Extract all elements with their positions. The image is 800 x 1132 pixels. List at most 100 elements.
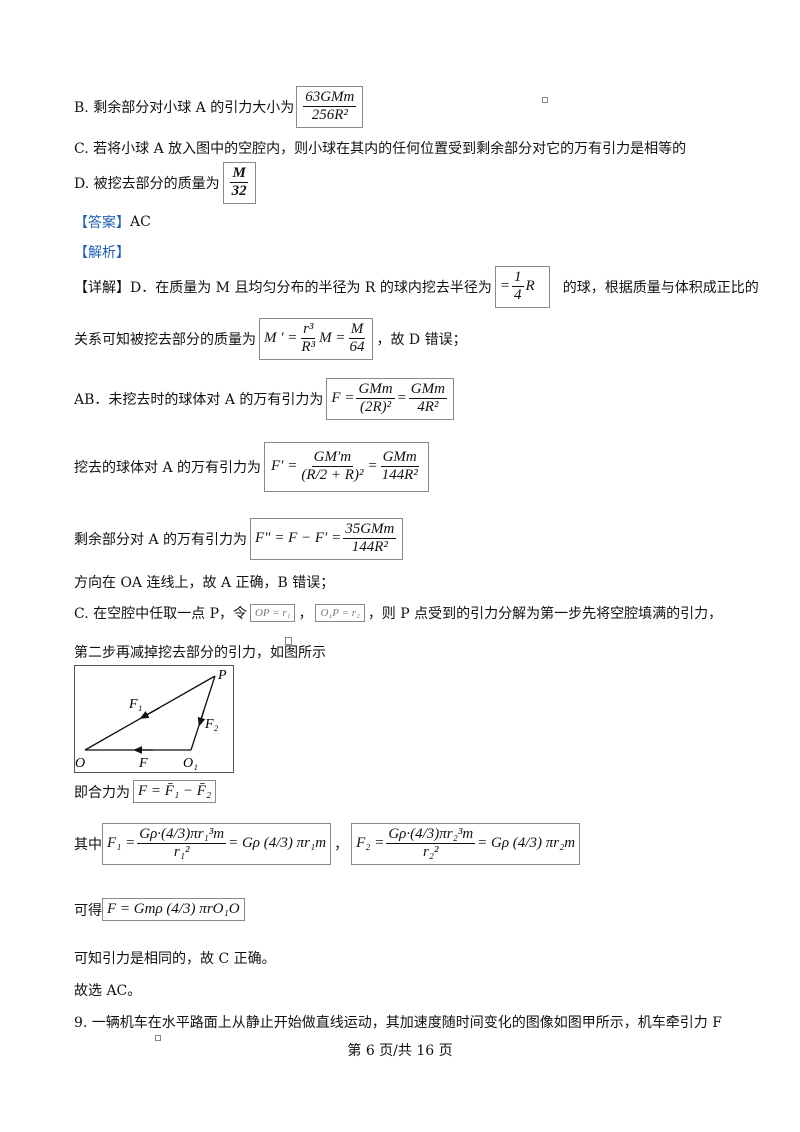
- detail-p1-eq: =: [499, 278, 511, 295]
- detail-p3-f1-num: GMm: [356, 381, 395, 400]
- detail-p13-text: 故选 AC。: [74, 983, 142, 999]
- detail-p9-formula: F = F̄₁ − F̄₂: [133, 780, 217, 803]
- option-b-den: 256R²: [311, 107, 348, 124]
- detail-p10-f1-lhs: F₁ =: [107, 835, 136, 852]
- detail-p12-text: 可知引力是相同的，故 C 正确。: [74, 951, 276, 967]
- detail-p4-lhs: F′ =: [271, 458, 298, 475]
- answer-value: AC: [130, 214, 151, 230]
- detail-p8-text: 第二步再减掉挖去部分的引力，如图所示: [74, 645, 326, 661]
- question-9: 9. 一辆机车在水平路面上从静止开始做直线运动，其加速度随时间变化的图像如图甲所…: [74, 1012, 722, 1032]
- detail-p3-eq: =: [396, 390, 407, 407]
- f1-arrow: [139, 707, 160, 719]
- detail-p1-den: 4: [514, 287, 522, 304]
- detail-p4-f2-num: GMm: [380, 449, 419, 468]
- detail-p10-a: 其中: [74, 836, 102, 853]
- label-p: P: [217, 668, 227, 683]
- detail-p2-f1-den: R³: [301, 339, 316, 356]
- detail-p11-a: 可得: [74, 902, 102, 919]
- detail-p10-f2-rhs: = Gρ (4/3) πr₂m: [477, 835, 576, 852]
- label-f1: F₁: [128, 697, 142, 712]
- detail-p3-lhs: F =: [331, 390, 355, 407]
- detail-p5-lhs: F" = F − F′ =: [255, 530, 342, 547]
- detail-p10-f2-lhs: F₂ =: [356, 835, 385, 852]
- detail-p4-a: 挖去的球体对 A 的万有引力为: [74, 459, 262, 476]
- option-d-text: D. 被挖去部分的质量为: [74, 175, 220, 192]
- detail-p10-f2-den: r₂²: [422, 844, 439, 861]
- detail-p4: 挖去的球体对 A 的万有引力为 F′ = GM′m(R/2 + R)² = GM…: [74, 442, 432, 492]
- anchor-marker-2: [285, 637, 292, 645]
- detail-p10-f1-den: r₁²: [173, 844, 190, 861]
- option-d-num: M: [230, 165, 248, 184]
- option-c-text: C. 若将小球 A 放入图中的空腔内，则小球在其内的任何位置受到剩余部分对它的万…: [74, 141, 687, 157]
- label-o1: O₁: [183, 756, 198, 771]
- detail-p11: 可得 F = Gmρ (4/3) πrO₁O: [74, 898, 248, 921]
- option-b-num: 63GMm: [303, 89, 357, 108]
- detail-p4-eq: =: [367, 458, 378, 475]
- detail-p8: 第二步再减掉挖去部分的引力，如图所示: [74, 642, 326, 662]
- f2-arrow: [197, 709, 206, 727]
- detail-p7-a: C. 在空腔中任取一点 P，令: [74, 606, 247, 622]
- detail-label: 【详解】: [74, 279, 130, 296]
- detail-p2-a: 关系可知被挖去部分的质量为: [74, 331, 256, 348]
- detail-p5-num: 35GMm: [343, 521, 397, 540]
- detail-p3-f1-den: (2R)²: [359, 399, 392, 416]
- detail-p5-den: 144R²: [351, 539, 388, 556]
- detail-p2-mid: M =: [319, 330, 346, 347]
- detail-p1-b: 的球，根据质量与体积成正比的: [562, 279, 759, 296]
- detail-p7-sep: ，: [298, 606, 313, 622]
- analysis-line: 【解析】: [74, 242, 130, 262]
- detail-p12: 可知引力是相同的，故 C 正确。: [74, 948, 276, 968]
- detail-p4-f1-num: GM′m: [311, 449, 354, 468]
- detail-p6-text: 方向在 OA 连线上，故 A 正确，B 错误；: [74, 575, 335, 591]
- detail-p10-f2-num: Gρ·(4/3)πr₂³m: [386, 826, 476, 845]
- detail-p4-f1-den: (R/2 + R)²: [301, 467, 364, 484]
- detail-p7-box1: OP = r₁: [249, 604, 296, 622]
- detail-p4-f2-den: 144R²: [381, 467, 418, 484]
- detail-p5-a: 剩余部分对 A 的万有引力为: [74, 531, 248, 548]
- option-b-text: B. 剩余部分对小球 A 的引力大小为: [74, 99, 295, 116]
- option-d-den: 32: [231, 183, 247, 200]
- detail-p1-r: R: [525, 278, 535, 295]
- detail-p7: C. 在空腔中任取一点 P，令 OP = r₁ ， O₁P = r₂ ，则 P …: [74, 603, 722, 623]
- detail-p2-f2-den: 64: [349, 339, 365, 356]
- anchor-marker: [542, 97, 548, 103]
- detail-p10-f1-num: Gρ·(4/3)πr₁³m: [137, 826, 227, 845]
- label-o: O: [75, 756, 85, 771]
- detail-p6: 方向在 OA 连线上，故 A 正确，B 错误；: [74, 572, 334, 592]
- detail-p7-b: ，则 P 点受到的引力分解为第一步先将空腔填满的引力，: [367, 606, 723, 622]
- detail-p2-f2-num: M: [348, 321, 366, 340]
- force-diagram: P O O₁ F F₁ F₂: [74, 665, 234, 773]
- force-diagram-svg: P O O₁ F F₁ F₂: [75, 668, 227, 771]
- detail-p3-f2-num: GMm: [408, 381, 447, 400]
- detail-p9-a: 即合力为: [74, 784, 130, 801]
- page-footer: 第 6 页/共 16 页: [347, 1043, 453, 1059]
- detail-p3-a: AB．未挖去时的球体对 A 的万有引力为: [74, 391, 324, 408]
- analysis-label: 【解析】: [74, 245, 130, 261]
- question-9-text: 9. 一辆机车在水平路面上从静止开始做直线运动，其加速度随时间变化的图像如图甲所…: [74, 1015, 722, 1031]
- anchor-marker-3: [155, 1035, 161, 1041]
- detail-p13: 故选 AC。: [74, 980, 141, 1000]
- label-f: F: [138, 756, 148, 771]
- option-c: C. 若将小球 A 放入图中的空腔内，则小球在其内的任何位置受到剩余部分对它的万…: [74, 138, 686, 158]
- detail-p7-box2: O₁P = r₂: [315, 604, 365, 622]
- detail-p2-lhs: M ′ =: [264, 330, 298, 347]
- detail-p11-formula: F = Gmρ (4/3) πrO₁O: [102, 898, 245, 921]
- detail-p9: 即合力为 F = F̄₁ − F̄₂: [74, 780, 219, 803]
- detail-p10-f1-rhs: = Gρ (4/3) πr₁m: [228, 835, 327, 852]
- detail-p2-f1-num: r³: [301, 321, 316, 340]
- detail-p1-num: 1: [512, 269, 524, 288]
- detail-p10-sep: ，: [334, 836, 349, 853]
